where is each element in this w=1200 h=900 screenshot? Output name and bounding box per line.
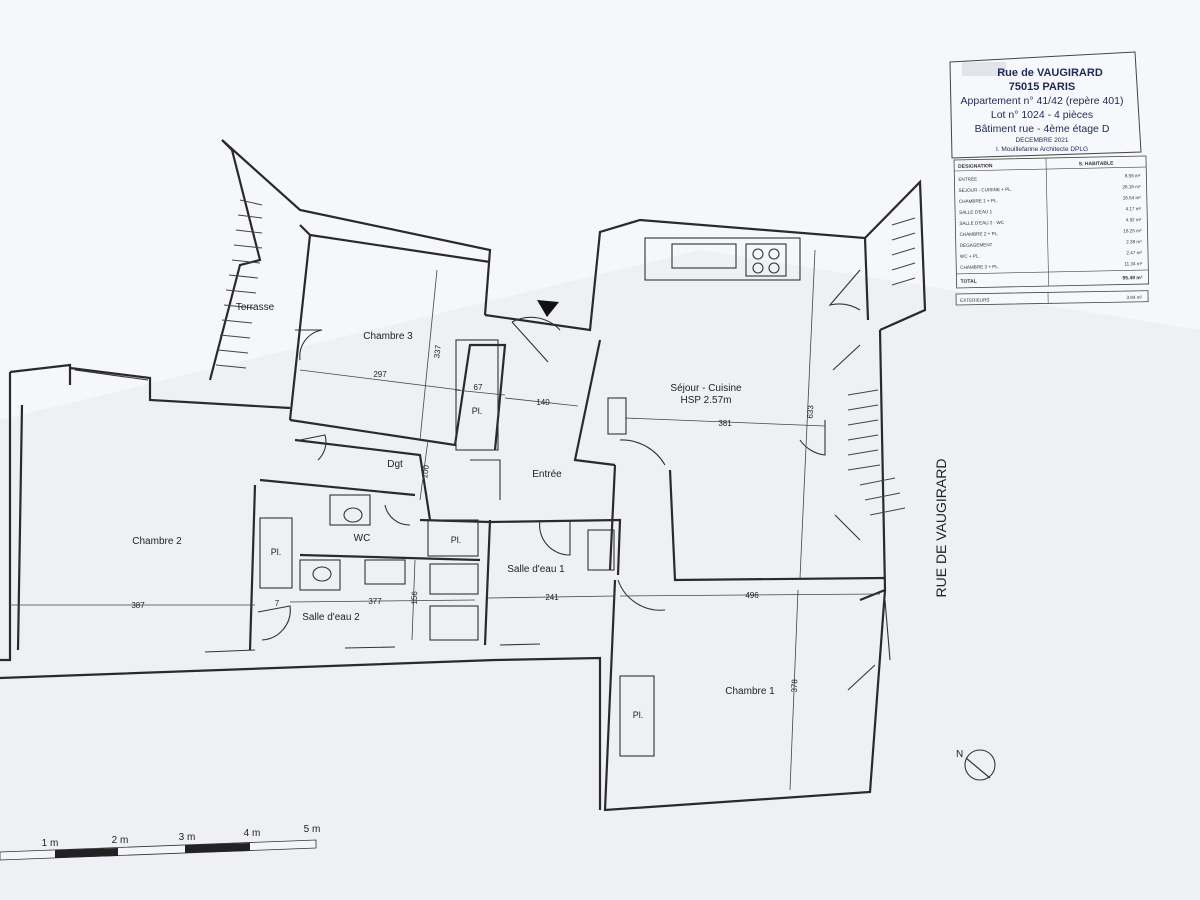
area-table: DESIGNATION S. HABITABLE ENTRÉE 8.56 m² S…	[953, 155, 1150, 289]
svg-text:11.34 m²: 11.34 m²	[1124, 261, 1142, 266]
table-rows: ENTRÉE 8.56 m² SÉJOUR - CUISINE + PL. 26.1…	[958, 173, 1143, 270]
room-labels: Terrasse Chambre 3 Séjour - Cuisine HSP …	[132, 302, 775, 720]
walls	[0, 139, 927, 812]
dimension-label: 241	[545, 593, 559, 602]
title-building: Bâtiment rue - 4ème étage D	[975, 123, 1110, 135]
svg-text:SÉJOUR - CUISINE + PL.: SÉJOUR - CUISINE + PL.	[959, 186, 1013, 193]
closet-label: Pl.	[633, 710, 644, 720]
svg-text:DÉGAGEMENT: DÉGAGEMENT	[960, 241, 993, 248]
svg-text:CHAMBRE 2 + PL.: CHAMBRE 2 + PL.	[960, 231, 999, 237]
entry-arrow	[537, 300, 559, 317]
svg-text:SALLE D'EAU 1: SALLE D'EAU 1	[959, 209, 993, 215]
title-lot: Lot n° 1024 - 4 pièces	[991, 109, 1093, 121]
title-city: 75015 PARIS	[1009, 81, 1075, 93]
table-row: CHAMBRE 1 + PL. 16.54 m²	[959, 195, 1142, 204]
exterior-label: EXTERIEURS	[960, 297, 989, 303]
dimension-label: 377	[368, 597, 382, 606]
table-header-area: S. HABITABLE	[1079, 161, 1114, 168]
table-row: WC + PL. 2.47 m²	[960, 250, 1143, 259]
door-swings	[257, 269, 861, 641]
exterior-value: 3.84 m²	[1126, 295, 1142, 300]
table-row: ENTRÉE 8.56 m²	[958, 173, 1141, 182]
dimension-label: 387	[131, 601, 145, 610]
dimension-label: 297	[373, 370, 387, 379]
dimension-label: 378	[790, 679, 799, 693]
svg-text:ENTRÉE: ENTRÉE	[958, 176, 977, 182]
room-label-terrasse: Terrasse	[236, 302, 275, 313]
dimension-labels: 297 337 67 140 381 633 100 387 7 377 156…	[131, 344, 815, 693]
closet-label: Pl.	[472, 406, 483, 416]
right-stairs-upper	[891, 217, 916, 286]
right-stairs-lower	[847, 389, 906, 516]
room-label-hsp: HSP 2.57m	[681, 395, 732, 406]
exterior-table: EXTERIEURS 3.84 m²	[955, 290, 1149, 306]
table-row: CHAMBRE 3 + PL. 11.34 m²	[960, 261, 1143, 270]
room-label-wc: WC	[354, 533, 371, 544]
north-label: N	[956, 749, 963, 760]
svg-text:2.38 m²: 2.38 m²	[1126, 239, 1142, 244]
dimension-label: 100	[420, 464, 431, 479]
closet-label: Pl.	[271, 547, 282, 557]
dimension-label: 633	[806, 405, 815, 419]
closet-label: Pl.	[451, 535, 462, 545]
closets	[259, 339, 655, 757]
windows	[74, 344, 891, 691]
scale-label: 3 m	[179, 832, 196, 843]
svg-text:18.25 m²: 18.25 m²	[1123, 228, 1142, 233]
room-label-salle-eau-1: Salle d'eau 1	[507, 564, 565, 575]
table-total-label: TOTAL	[960, 279, 976, 285]
sanitary-fixtures	[299, 397, 627, 591]
paper-highlight	[0, 0, 1200, 420]
svg-text:16.54 m²: 16.54 m²	[1123, 195, 1142, 200]
dimension-label: 140	[536, 398, 550, 407]
title-date: DECEMBRE 2021	[1015, 137, 1068, 144]
svg-text:2.47 m²: 2.47 m²	[1126, 250, 1142, 255]
table-header-designation: DESIGNATION	[958, 163, 993, 170]
table-total-value: 95.49 m²	[1122, 275, 1142, 281]
svg-text:4.92 m²: 4.92 m²	[1126, 217, 1142, 222]
dimension-label: 7	[275, 599, 280, 608]
room-label-chambre3: Chambre 3	[363, 331, 413, 342]
title-apartment: Appartement n° 41/42 (repère 401)	[961, 95, 1124, 107]
table-row: CHAMBRE 2 + PL. 18.25 m²	[960, 228, 1143, 237]
room-label-entree: Entrée	[532, 469, 562, 480]
north-arrow: N	[956, 749, 996, 781]
dimension-label: 337	[432, 344, 443, 359]
dimension-lines	[10, 249, 881, 791]
table-row: SALLE D'EAU 2 - WC 4.92 m²	[959, 217, 1142, 226]
svg-text:4.17 m²: 4.17 m²	[1125, 206, 1141, 211]
title-architect: I. Mouillefarine Architecte DPLG	[996, 146, 1088, 153]
dimension-label: 67	[474, 383, 483, 392]
room-label-salle-eau-2: Salle d'eau 2	[302, 612, 360, 623]
title-block: Rue de VAUGIRARD 75015 PARIS Appartement…	[949, 51, 1142, 159]
scale-label: 1 m	[42, 838, 59, 849]
dimension-label: 496	[745, 591, 759, 600]
scale-label: 4 m	[244, 828, 261, 839]
title-street: Rue de VAUGIRARD	[997, 67, 1103, 79]
room-label-chambre2: Chambre 2	[132, 536, 182, 547]
room-label-dgt: Dgt	[387, 459, 403, 470]
svg-text:WC + PL.: WC + PL.	[960, 253, 980, 258]
table-row: DÉGAGEMENT 2.38 m²	[960, 239, 1143, 248]
scale-bar: 1 m 2 m 3 m 4 m 5 m	[0, 824, 321, 861]
kitchen-counter	[644, 237, 801, 281]
svg-text:8.56 m²: 8.56 m²	[1125, 173, 1141, 178]
svg-text:SALLE D'EAU 2 - WC: SALLE D'EAU 2 - WC	[959, 220, 1005, 226]
table-row: SALLE D'EAU 1 4.17 m²	[959, 206, 1142, 215]
table-row: SÉJOUR - CUISINE + PL. 26.16 m²	[959, 184, 1142, 193]
terrace-stairs	[215, 199, 263, 369]
svg-text:CHAMBRE 1 + PL.: CHAMBRE 1 + PL.	[959, 198, 998, 204]
scale-label: 2 m	[112, 835, 129, 846]
dimension-label: 156	[410, 591, 419, 605]
room-label-chambre1: Chambre 1	[725, 686, 775, 697]
svg-text:CHAMBRE 3 + PL.: CHAMBRE 3 + PL.	[960, 264, 999, 270]
svg-text:26.16 m²: 26.16 m²	[1122, 184, 1141, 189]
dimension-label: 381	[718, 419, 732, 428]
room-label-sejour: Séjour - Cuisine	[670, 383, 742, 394]
street-label: RUE DE VAUGIRARD	[933, 459, 949, 598]
scale-label: 5 m	[304, 824, 321, 835]
redacted-number	[962, 62, 1006, 76]
